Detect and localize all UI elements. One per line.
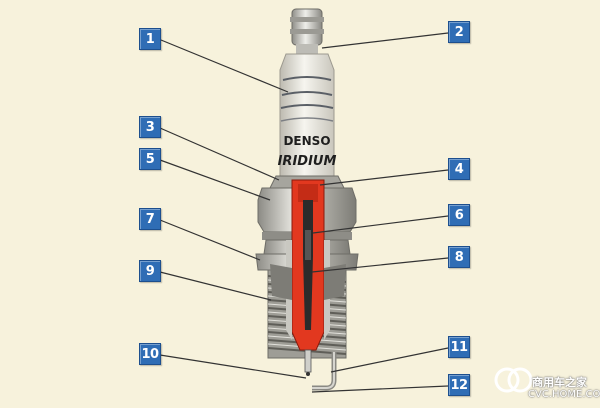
- leader-lines: [159, 32, 449, 393]
- brand-text-iridium: IRIDIUM: [278, 154, 337, 169]
- callout-5: 5: [139, 148, 161, 170]
- callout-2: 2: [448, 21, 470, 43]
- watermark-url: CVC.HOME.COM: [528, 389, 600, 400]
- brand-marking: DENSO IRIDIUM: [278, 134, 337, 169]
- callout-4: 4: [448, 158, 470, 180]
- watermark-text: 商用车之家: [532, 376, 587, 389]
- callout-1: 1: [139, 28, 161, 50]
- brand-text-denso: DENSO: [283, 134, 330, 148]
- callout-10: 10: [139, 343, 161, 365]
- callout-11: 11: [448, 336, 470, 358]
- callout-3: 3: [139, 116, 161, 138]
- callout-7: 7: [139, 208, 161, 230]
- terminal-nut: [290, 8, 324, 54]
- electrode-tip: [304, 349, 337, 391]
- callout-6: 6: [448, 204, 470, 226]
- callout-9: 9: [139, 260, 161, 282]
- cutaway-section: [270, 179, 346, 351]
- callout-12: 12: [448, 374, 470, 396]
- watermark-logo: [494, 367, 533, 393]
- callout-8: 8: [448, 246, 470, 268]
